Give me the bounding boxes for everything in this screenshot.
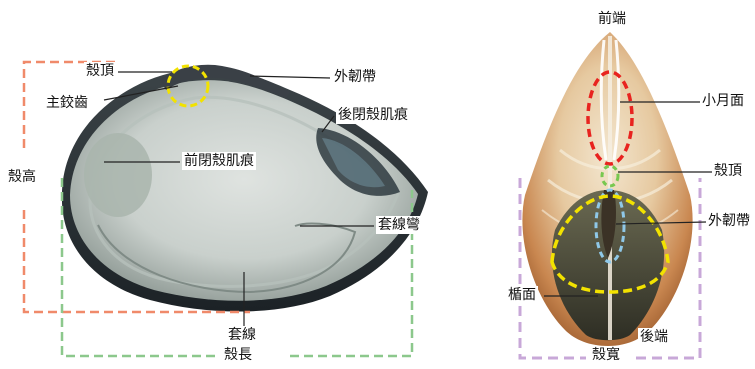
escutcheon-highlight bbox=[550, 194, 670, 294]
umbo-highlight-right bbox=[600, 164, 620, 188]
left-shell-interior bbox=[61, 64, 428, 312]
lunule-highlight bbox=[586, 70, 634, 166]
label-pallial-line: 套線 bbox=[226, 326, 258, 344]
label-shell-length: 殼長 bbox=[222, 346, 254, 364]
label-hinge-teeth: 主鉸齒 bbox=[44, 94, 90, 112]
label-anterior-adductor-scar: 前閉殼肌痕 bbox=[182, 152, 256, 170]
anterior-adductor-scar-mark bbox=[84, 133, 152, 217]
right-shell-dorsal bbox=[522, 32, 693, 346]
umbo-highlight bbox=[166, 64, 210, 108]
label-escutcheon: 楯面 bbox=[506, 286, 538, 304]
shell-length-bracket bbox=[60, 178, 414, 358]
label-lunule: 小月面 bbox=[700, 92, 746, 110]
right-leader-lines bbox=[544, 101, 712, 297]
label-posterior-adductor-scar: 後閉殼肌痕 bbox=[336, 106, 410, 124]
label-posterior-end: 後端 bbox=[638, 328, 670, 346]
label-ligament: 外韌帶 bbox=[332, 68, 378, 86]
ligament-highlight bbox=[594, 188, 626, 264]
shell-width-bracket bbox=[518, 178, 702, 360]
shell-height-bracket bbox=[22, 60, 250, 314]
left-leader-lines bbox=[103, 71, 374, 326]
label-shell-height: 殼高 bbox=[6, 168, 38, 186]
label-umbo: 殼頂 bbox=[84, 62, 116, 80]
label-pallial-sinus: 套線彎 bbox=[376, 216, 422, 234]
label-ligament-right: 外韌帶 bbox=[706, 212, 752, 230]
label-shell-width: 殼寬 bbox=[590, 346, 622, 364]
label-anterior-end: 前端 bbox=[596, 10, 628, 28]
label-umbo-right: 殼頂 bbox=[712, 162, 744, 180]
